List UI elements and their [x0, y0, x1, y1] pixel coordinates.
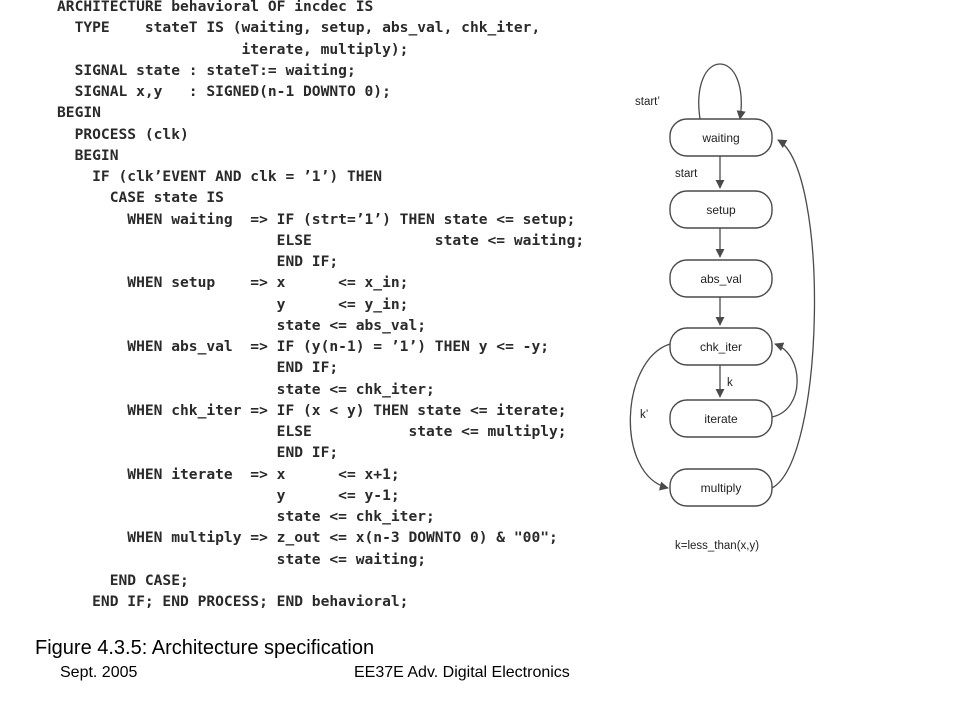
label-start: start [675, 168, 698, 180]
code-line: state <= abs_val; [57, 316, 427, 334]
code-line: state <= chk_iter; [57, 380, 435, 398]
code-line: END IF; [57, 253, 339, 270]
state-iterate: iterate [669, 399, 773, 438]
code-line: CASE state IS [57, 189, 224, 207]
vhdl-code-listing: ARCHITECTURE behavioral OF incdec IS TYP… [57, 0, 584, 612]
code-line: ARCHITECTURE behavioral OF incdec IS [57, 0, 374, 15]
state-setup: setup [669, 190, 773, 229]
code-line: WHEN multiply => z_out <= x(n-3 DOWNTO 0… [57, 529, 558, 547]
code-line: WHEN setup => x <= x_in; [57, 274, 409, 292]
state-waiting-label: waiting [701, 131, 739, 145]
code-line: END IF; [57, 359, 339, 377]
page-number: 23 [838, 0, 850, 3]
code-line: state <= chk_iter; [57, 508, 435, 525]
state-multiply: multiply [669, 468, 773, 507]
code-line: END IF; END PROCESS; END behavioral; [57, 593, 409, 610]
state-diagram: waiting setup abs_val chk_iter iterate m… [629, 63, 816, 552]
figure-caption: Figure 4.3.5: Architecture specification [35, 637, 375, 659]
label-k-not: k’ [640, 409, 648, 421]
code-line: SIGNAL state : stateT:= waiting; [57, 61, 356, 79]
code-line: SIGNAL x,y : SIGNED(n-1 DOWNTO 0); [57, 83, 391, 100]
state-abs-val: abs_val [669, 259, 773, 298]
state-iterate-label: iterate [704, 412, 738, 426]
footer-date: Sept. 2005 [60, 664, 138, 681]
code-line: END IF; [57, 444, 339, 462]
code-line: WHEN abs_val => IF (y(n-1) = ’1’) THEN y… [57, 338, 550, 355]
code-line: BEGIN [57, 104, 101, 122]
state-chk-iter-label: chk_iter [700, 340, 742, 354]
state-waiting: waiting [669, 118, 773, 157]
state-setup-label: setup [706, 203, 736, 217]
state-abs-val-label: abs_val [700, 272, 741, 286]
edge-chkiter-multiply [629, 343, 671, 491]
code-line: ELSE state <= waiting; [57, 231, 585, 249]
diagram-legend: k=less_than(x,y) [675, 540, 759, 552]
state-multiply-label: multiply [701, 481, 742, 495]
code-line: WHEN chk_iter => IF (x < y) THEN state <… [57, 401, 567, 419]
label-k: k [727, 377, 733, 389]
code-line: BEGIN [57, 146, 119, 164]
code-line: y <= y_in; [57, 295, 409, 313]
edge-iterate-chkiter [771, 342, 798, 418]
code-line: WHEN iterate => x <= x+1; [57, 465, 400, 483]
code-line: y <= y-1; [57, 486, 400, 504]
edge-multiply-waiting [771, 139, 816, 489]
code-line: TYPE stateT IS (waiting, setup, abs_val,… [57, 19, 541, 37]
code-line: state <= waiting; [57, 550, 427, 568]
code-line: WHEN waiting => IF (strt=’1’) THEN state… [57, 210, 576, 228]
code-line: iterate, multiply); [57, 40, 409, 58]
code-line: IF (clk’EVENT AND clk = ’1’) THEN [57, 168, 383, 185]
code-line: PROCESS (clk) [57, 125, 189, 143]
state-chk-iter: chk_iter [669, 327, 773, 366]
footer-course: EE37E Adv. Digital Electronics [354, 664, 570, 681]
edge-waiting-self-loop [698, 63, 746, 120]
code-line: END CASE; [57, 571, 189, 589]
code-line: ELSE state <= multiply; [57, 423, 567, 440]
label-start-not: start’ [635, 96, 660, 108]
